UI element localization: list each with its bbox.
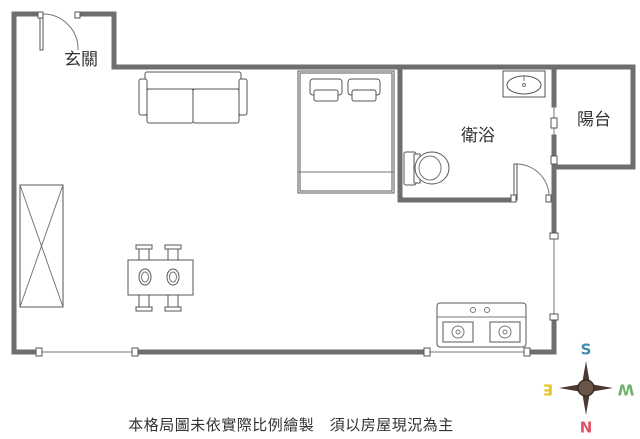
sofa (138, 71, 248, 124)
disclaimer-note: 本格局圖未依實際比例繪製 須以房屋現況為主 (128, 416, 454, 434)
bathroom-door[interactable] (510, 163, 552, 203)
sink (502, 70, 546, 98)
compass-west: W (617, 381, 634, 399)
compass-south: S (581, 341, 592, 359)
windows (35, 105, 559, 357)
bed (297, 70, 395, 194)
entrance-door[interactable] (37, 11, 81, 51)
room-label-balcony: 陽台 (577, 110, 611, 130)
room-label-entrance: 玄關 (64, 50, 98, 70)
compass: S N E W (543, 341, 634, 437)
compass-north: N (580, 419, 593, 437)
stove (436, 302, 527, 348)
wardrobe (19, 184, 64, 308)
room-label-bathroom: 衛浴 (461, 126, 495, 146)
dining-table (127, 244, 194, 312)
toilet (403, 151, 450, 186)
compass-east: E (543, 381, 553, 399)
